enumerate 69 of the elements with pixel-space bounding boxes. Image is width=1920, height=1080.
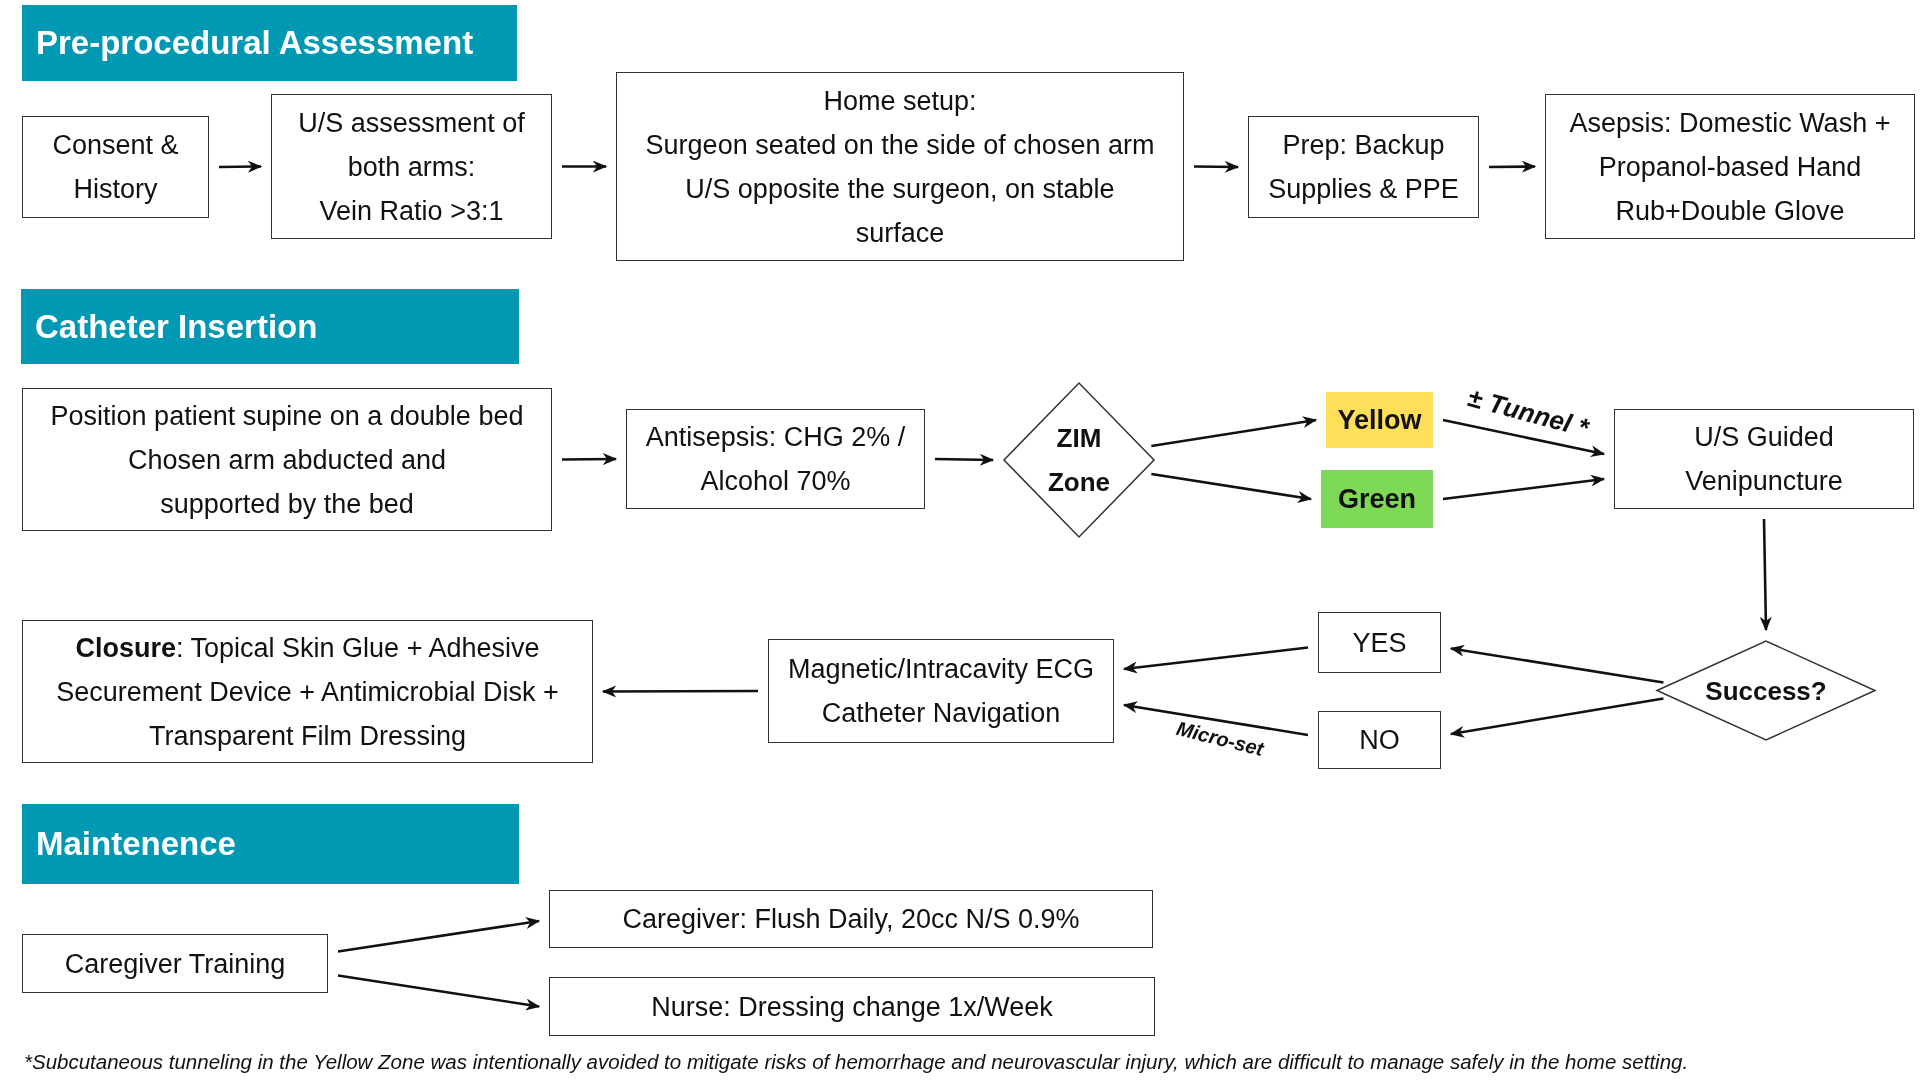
decision-text: Success? (1705, 674, 1827, 708)
arrow (337, 917, 541, 953)
box-text: Nurse: Dressing change 1x/Week (651, 990, 1053, 1024)
box-text: Chosen arm abducted and supported by the bed (126, 443, 448, 521)
arrow (934, 453, 995, 466)
arrow (1442, 474, 1606, 501)
process-box (1318, 612, 1441, 673)
process-box (768, 639, 1114, 743)
section-banner (22, 5, 517, 81)
arrow (562, 160, 608, 173)
box-text: Antisepsis: CHG 2% / Alcohol 70% (644, 421, 907, 498)
footnote: *Subcutaneous tunneling in the Yellow Zone was intentionally avoided to mitigate risks of hemorrhage and neurovascular injury, which are difficult to manage safely in the home setting. (24, 1050, 1689, 1074)
section-title: Pre-procedural Assessment (36, 24, 474, 62)
process-box (616, 72, 1184, 261)
arrow (562, 453, 618, 466)
box-text: Caregiver: Flush Daily, 20cc N/S 0.9% (622, 903, 1080, 936)
process-box (626, 409, 925, 509)
box-text: Closure: Topical Skin Glue + Adhesive Securement Device + Antimicrobial Disk + Transparent Film Dressing (55, 631, 560, 753)
box-text: Caregiver Training (64, 947, 286, 981)
section-banner (22, 804, 519, 884)
arrow (601, 685, 758, 698)
arrow (337, 974, 541, 1011)
box-text: Surgeon seated on the side of chosen arm (645, 128, 1155, 162)
process-box (1248, 116, 1479, 218)
section-title: Maintenence (36, 825, 236, 863)
edge-label: Micro-set (1174, 717, 1266, 761)
box-text: U/S Guided Venipuncture (1684, 421, 1844, 498)
process-box (22, 388, 552, 531)
box-text: Position patient supine on a double bed (50, 399, 524, 433)
process-box (22, 934, 328, 993)
box-text: Consent & History (51, 129, 180, 206)
box-text: YES (1352, 626, 1407, 660)
process-box (549, 977, 1155, 1036)
box-text: Home setup: (823, 84, 977, 118)
arrow (1122, 701, 1309, 737)
box-text: Prep: Backup Supplies & PPE (1267, 129, 1460, 206)
process-box (22, 116, 209, 218)
box-text: U/S opposite the surgeon, on stable surface (684, 172, 1116, 250)
arrow (1442, 418, 1606, 458)
box-text: U/S assessment of both arms: (297, 106, 526, 184)
zone-label: Yellow (1337, 404, 1422, 436)
process-box (271, 94, 552, 239)
arrow (1449, 697, 1664, 738)
process-box (22, 620, 593, 763)
box-text: NO (1359, 724, 1400, 757)
arrow (219, 160, 263, 173)
arrow (1759, 518, 1772, 632)
process-box (1614, 409, 1914, 509)
zone-tag (1321, 470, 1433, 528)
arrow (1194, 160, 1240, 173)
decision-diamond (1656, 640, 1876, 741)
edge-label: ± Tunnel * (1463, 382, 1592, 444)
process-box (1545, 94, 1915, 239)
process-box (1318, 711, 1441, 769)
box-text: Asepsis: Domestic Wash + Propanol-based Hand Rub+Double Glove (1568, 106, 1892, 228)
process-box (549, 890, 1153, 948)
zone-tag (1326, 392, 1433, 448)
arrow (1449, 644, 1664, 684)
box-text: Vein Ratio >3:1 (319, 194, 504, 228)
zone-label: Green (1337, 483, 1416, 515)
decision-text: ZIM Zone (1046, 422, 1112, 499)
arrow (1489, 160, 1537, 173)
box-text: Magnetic/Intracavity ECG Catheter Navigation (786, 653, 1096, 730)
arrow (1122, 646, 1309, 674)
section-banner (21, 289, 519, 364)
arrow (1151, 472, 1313, 503)
arrow (1151, 416, 1318, 448)
section-title: Catheter Insertion (35, 307, 318, 346)
decision-diamond (1003, 382, 1155, 538)
